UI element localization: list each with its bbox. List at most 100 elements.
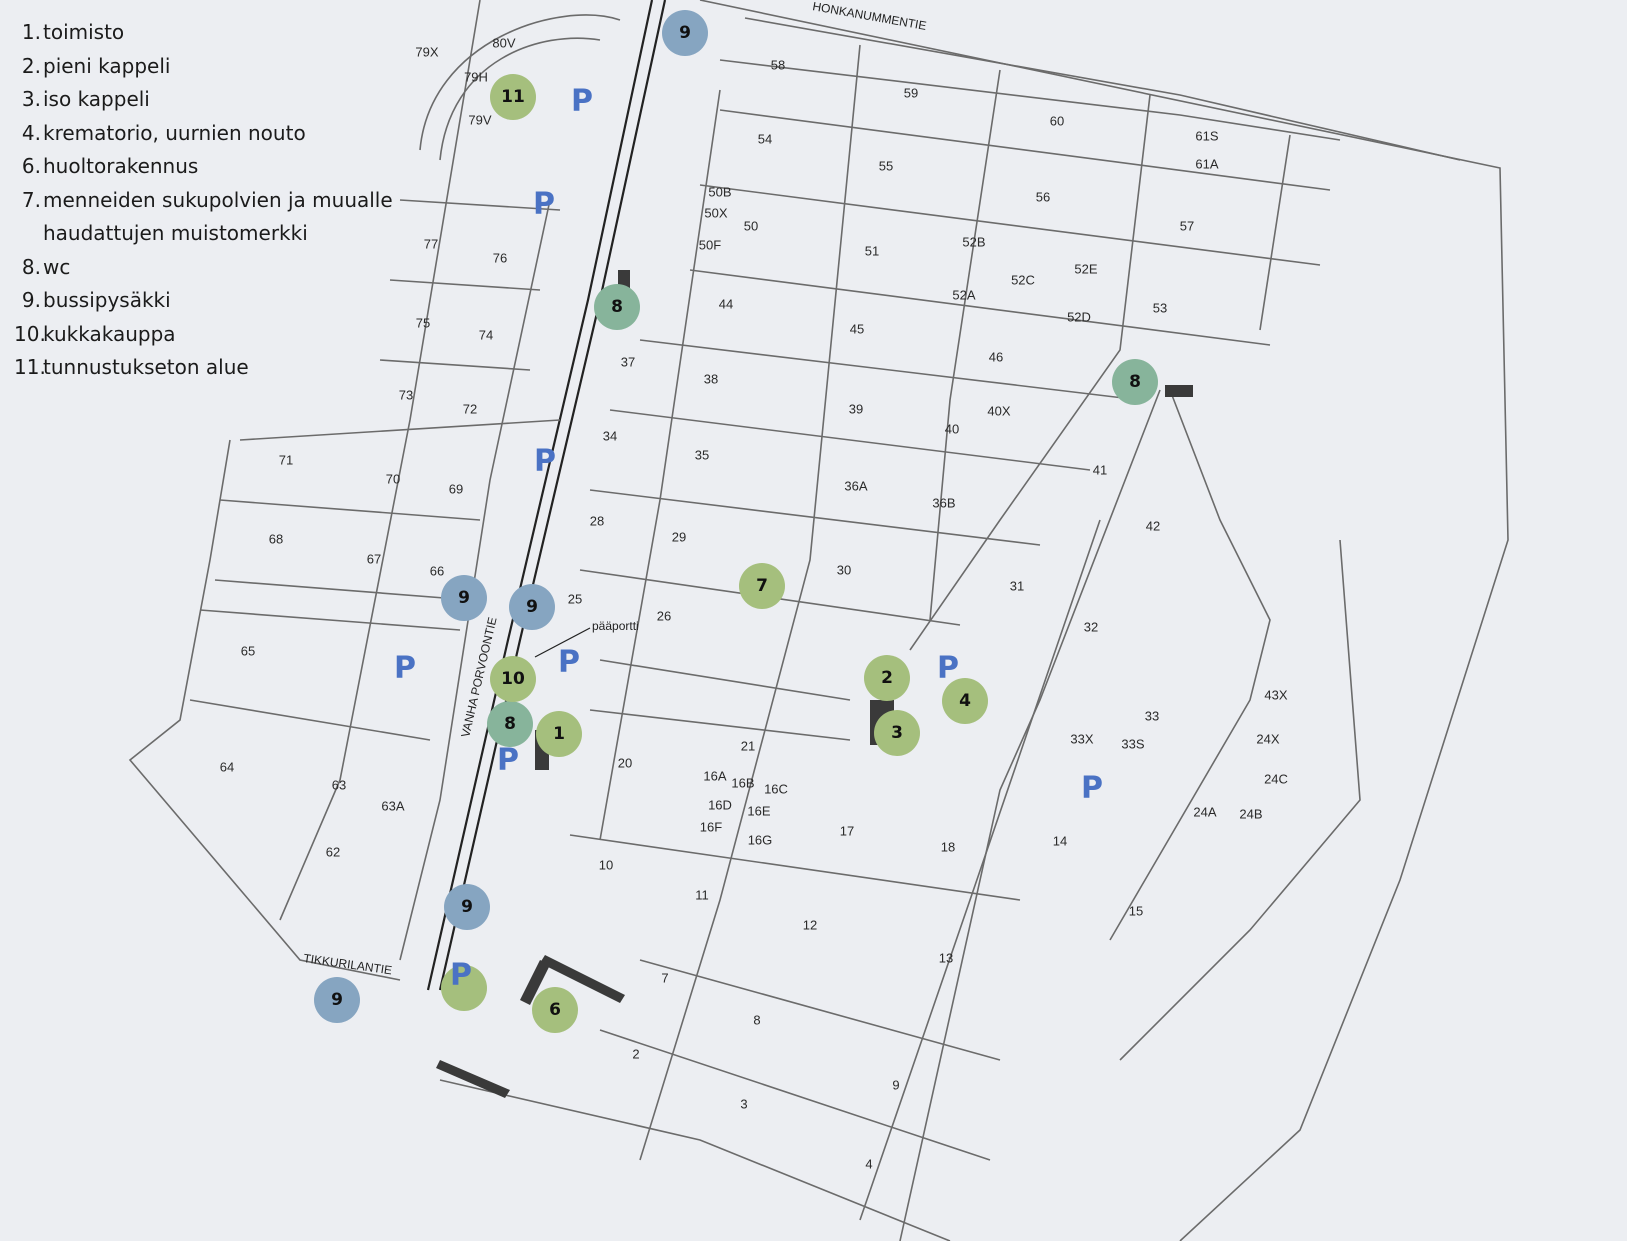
block-label: 16C <box>764 781 788 796</box>
marker-label: 6 <box>549 1000 561 1020</box>
block-label: 55 <box>879 158 893 173</box>
legend-text: tunnustukseton alue <box>43 355 249 379</box>
building <box>436 1060 510 1098</box>
parking-icon: P <box>937 651 959 686</box>
block-label: 62 <box>326 844 340 859</box>
path <box>859 519 1101 1221</box>
block-label: 24C <box>1264 771 1288 786</box>
parking-icon: P <box>558 645 580 680</box>
legend-item: 10.kukkakauppa <box>14 318 393 352</box>
boundary-line <box>128 439 401 981</box>
path <box>639 339 1141 401</box>
block-label: 76 <box>493 250 507 265</box>
block-label: 32 <box>1084 619 1098 634</box>
marker-circle <box>441 965 487 1011</box>
block-label: 61A <box>1195 156 1218 171</box>
path <box>399 199 551 961</box>
block-label: 33S <box>1121 736 1144 751</box>
block-label: 24B <box>1239 806 1262 821</box>
parking-icon: P <box>497 743 519 778</box>
path <box>689 269 1271 346</box>
marker-wc[interactable]: 8 <box>1112 359 1158 405</box>
block-label: 17 <box>840 823 854 838</box>
marker-bus[interactable]: 9 <box>444 884 490 930</box>
block-label: 39 <box>849 401 863 416</box>
marker-circle <box>490 656 536 702</box>
marker-building[interactable]: 2 <box>864 655 910 701</box>
block-label: 69 <box>449 481 463 496</box>
block-label: 73 <box>399 387 413 402</box>
legend-item: 3.iso kappeli <box>14 83 393 117</box>
legend-text: huoltorakennus <box>43 154 199 178</box>
path <box>219 499 481 521</box>
marker-building[interactable]: 4 <box>942 678 988 724</box>
block-label: 74 <box>479 327 493 342</box>
path <box>599 89 721 841</box>
block-label: 52C <box>1011 272 1035 287</box>
marker-wc[interactable]: 8 <box>487 701 533 747</box>
block-label: 10 <box>599 857 613 872</box>
block-label: 60 <box>1050 113 1064 128</box>
block-label: 11 <box>695 887 709 902</box>
marker-building[interactable]: 10 <box>490 656 536 702</box>
marker-label: 9 <box>458 588 470 608</box>
marker-building[interactable]: 3 <box>874 710 920 756</box>
block-label: 61S <box>1195 128 1218 143</box>
marker-bus[interactable]: 9 <box>441 575 487 621</box>
block-label: 35 <box>695 447 709 462</box>
legend-item: 4.krematorio, uurnien nouto <box>14 117 393 151</box>
block-label: 12 <box>803 917 817 932</box>
legend-text: bussipysäkki <box>43 288 171 312</box>
building <box>520 960 550 1005</box>
block-label: 50B <box>708 184 731 199</box>
path <box>189 699 431 741</box>
marker-circle <box>532 987 578 1033</box>
marker-wc[interactable]: 8 <box>594 284 640 330</box>
block-label: 37 <box>621 354 635 369</box>
path <box>214 579 471 601</box>
block-label: 33 <box>1145 708 1159 723</box>
marker-building[interactable]: 11 <box>490 74 536 120</box>
legend-number: 4. <box>21 120 41 145</box>
path <box>389 279 541 291</box>
gate-pointer <box>534 627 591 658</box>
block-label: 80V <box>492 35 515 50</box>
block-label: 40X <box>987 403 1010 418</box>
marker-circle <box>314 977 360 1023</box>
marker-building[interactable]: 6 <box>532 987 578 1033</box>
block-label: 65 <box>241 643 255 658</box>
path <box>899 389 1161 1241</box>
block-label: 9 <box>892 1077 899 1092</box>
street-label-honkanummentie: HONKANUMMENTIE <box>811 0 927 33</box>
block-label: 16A <box>703 768 726 783</box>
legend-text: krematorio, uurnien nouto <box>43 120 306 145</box>
vanha-porvoontie-road <box>426 0 654 991</box>
marker-label: 1 <box>553 724 565 744</box>
block-label: 79X <box>415 44 438 59</box>
marker-building[interactable]: 7 <box>739 563 785 609</box>
path <box>589 709 851 741</box>
path <box>439 37 601 161</box>
block-label: 50F <box>699 237 721 252</box>
block-label: 40 <box>945 421 959 436</box>
block-label: 79H <box>464 69 488 84</box>
path <box>1259 134 1291 331</box>
legend-number: 11. <box>14 355 46 379</box>
block-label: 52B <box>962 234 985 249</box>
path <box>929 69 1001 621</box>
marker-bus[interactable]: 9 <box>662 10 708 56</box>
legend-text: iso kappeli <box>43 87 150 111</box>
block-label: 16G <box>748 832 773 847</box>
legend-text: wc <box>43 254 71 279</box>
marker-building[interactable]: 1 <box>536 711 582 757</box>
block-label: 43X <box>1264 687 1287 702</box>
marker-bus[interactable]: 9 <box>314 977 360 1023</box>
path <box>699 184 1321 266</box>
path <box>1119 539 1361 1061</box>
marker-label: 9 <box>526 597 538 617</box>
marker-circle <box>441 575 487 621</box>
legend-text: kukkakauppa <box>43 321 176 346</box>
marker-bus[interactable]: 9 <box>509 584 555 630</box>
block-label: 68 <box>269 531 283 546</box>
